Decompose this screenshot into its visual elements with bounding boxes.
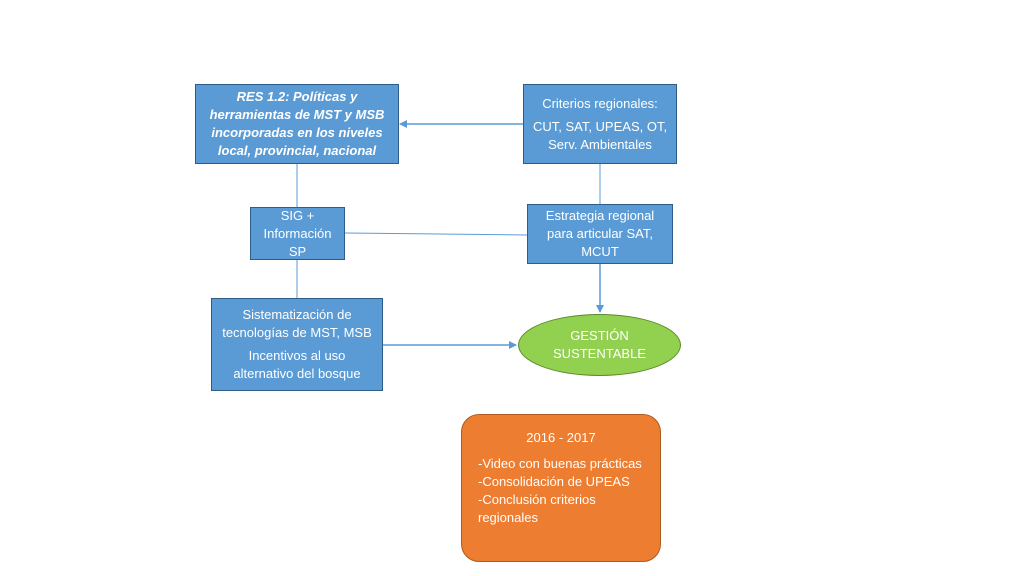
timeline-box: 2016 - 2017 -Video con buenas prácticas … — [461, 414, 661, 562]
timeline-item: -Video con buenas prácticas — [478, 456, 642, 471]
timeline-period: 2016 - 2017 — [526, 430, 596, 445]
regional-strategy-box: Estrategia regional para articular SAT, … — [527, 204, 673, 264]
sustainable-management-ellipse: GESTIÓN SUSTENTABLE — [518, 314, 681, 376]
connector-sig-to-estrategia — [344, 232, 528, 236]
incentives-text: Incentivos al uso alternativo del bosque — [233, 348, 361, 381]
sig-info-text: SIG + Información SP — [263, 207, 332, 259]
timeline-item: -Conclusión criterios regionales — [478, 492, 596, 525]
res-objective-box: RES 1.2: Políticas y herramientas de MST… — [195, 84, 399, 164]
timeline-item: -Consolidación de UPEAS — [478, 474, 630, 489]
regional-criteria-title: Criterios regionales: — [542, 95, 658, 111]
regional-strategy-text: Estrategia regional para articular SAT, … — [545, 208, 655, 259]
sustainable-management-text: GESTIÓN SUSTENTABLE — [553, 328, 646, 361]
sig-info-box: SIG + Información SP — [250, 207, 345, 260]
systematization-text: Sistematización de tecnologías de MST, M… — [222, 307, 372, 340]
systematization-box: Sistematización de tecnologías de MST, M… — [211, 298, 383, 391]
regional-criteria-detail: CUT, SAT, UPEAS, OT, Serv. Ambientales — [532, 118, 668, 152]
regional-criteria-box: Criterios regionales: CUT, SAT, UPEAS, O… — [523, 84, 677, 164]
timeline-list: -Video con buenas prácticas -Consolidaci… — [478, 455, 644, 527]
res-objective-text: RES 1.2: Políticas y herramientas de MST… — [209, 89, 385, 158]
